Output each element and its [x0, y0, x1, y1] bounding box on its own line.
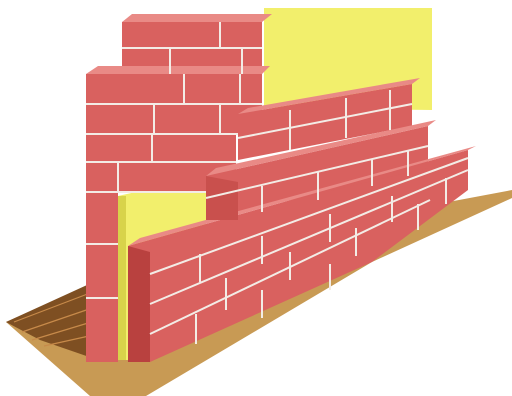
insulation-strip-shadow [118, 196, 126, 360]
